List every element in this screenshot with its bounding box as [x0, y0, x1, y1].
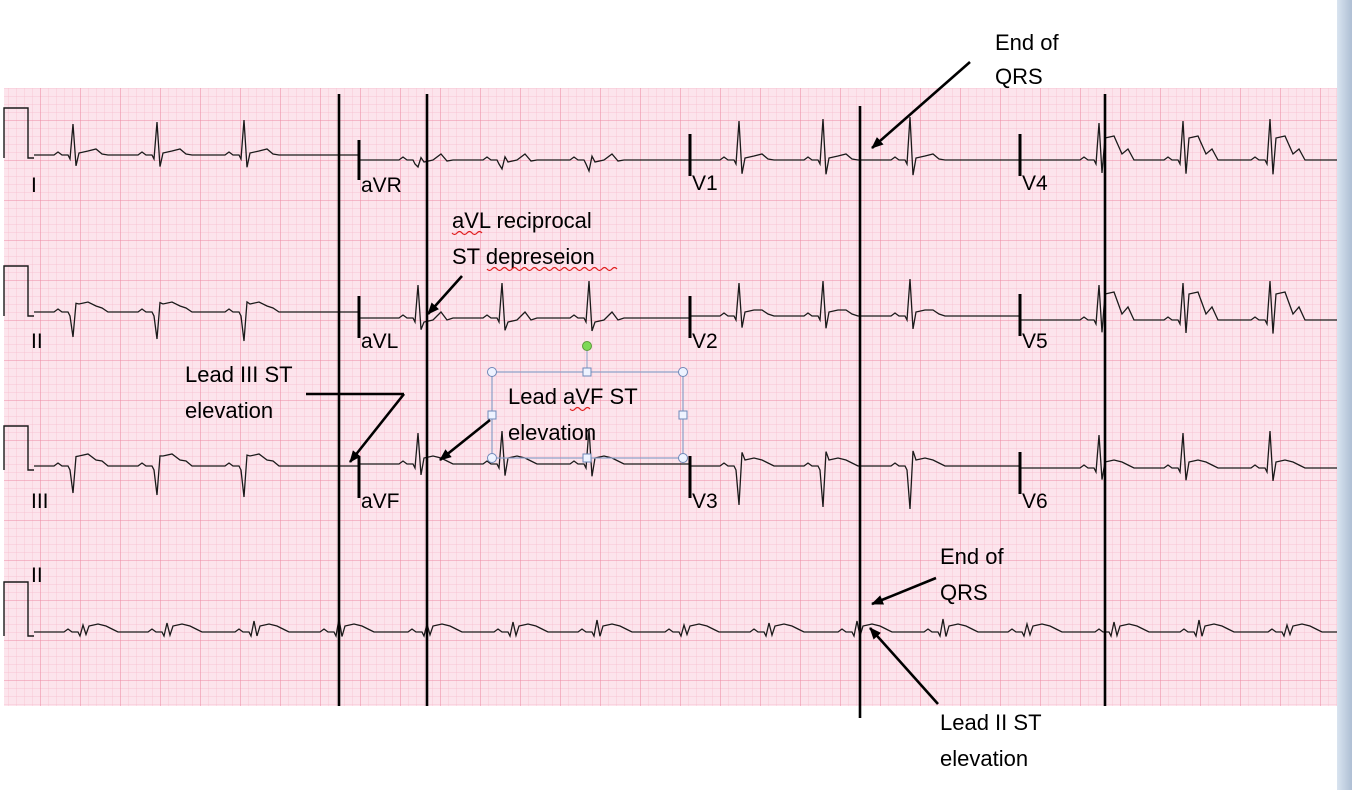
lead-label-III: III — [31, 490, 49, 513]
spellcheck-underline — [569, 406, 591, 412]
grid-lines — [4, 88, 1350, 706]
arrow-avl — [427, 275, 463, 315]
arrow-lead2 — [869, 627, 939, 705]
lead-label-rhythm: II — [31, 564, 43, 587]
lead-label-V3: V3 — [692, 490, 718, 513]
resize-handle[interactable] — [678, 367, 688, 377]
spellcheck-underline — [486, 266, 618, 272]
ecg-trace — [34, 300, 359, 342]
ecg-trace — [1020, 430, 1350, 482]
lead2-annotation-line1: Lead II ST — [940, 710, 1042, 735]
ecg-trace — [34, 119, 359, 168]
ecg-trace — [1020, 118, 1350, 175]
selected-textbox-frame[interactable] — [487, 341, 688, 463]
lead-label-V5: V5 — [1022, 330, 1048, 353]
resize-handle[interactable] — [487, 367, 497, 377]
lead-label-aVF: aVF — [361, 490, 400, 513]
resize-handle[interactable] — [487, 410, 497, 420]
lead-label-aVR: aVR — [361, 174, 402, 197]
resize-handle[interactable] — [582, 453, 592, 463]
lead-label-V6: V6 — [1022, 490, 1048, 513]
lead-labels: I aVR V1 V4 II aVL V2 V5 III aVF V3 V6 I… — [31, 172, 1048, 587]
spellcheck-underline — [451, 230, 483, 236]
lead-label-V4: V4 — [1022, 172, 1048, 195]
resize-handle[interactable] — [678, 453, 688, 463]
rotate-handle[interactable] — [582, 341, 592, 351]
resize-handle[interactable] — [678, 410, 688, 420]
lead3-annotation-line2: elevation — [185, 398, 273, 423]
window-edge — [1337, 0, 1352, 790]
end-qrs-bottom-line1: End of — [940, 544, 1004, 569]
annotation-arrows — [306, 61, 971, 705]
annotation-texts: End of QRS aVL reciprocal ST depreseion … — [185, 30, 1059, 771]
avf-annotation-line2[interactable]: elevation — [508, 420, 596, 445]
ecg-trace — [359, 153, 690, 174]
lead-label-V1: V1 — [692, 172, 718, 195]
ecg-trace — [1020, 280, 1350, 334]
avf-annotation-line1[interactable]: Lead aVF ST — [508, 384, 638, 409]
resize-handle[interactable] — [487, 453, 497, 463]
ecg-trace — [34, 453, 359, 498]
ecg-trace — [690, 116, 1020, 176]
ecg-trace — [690, 450, 1020, 510]
arrow-avf — [439, 418, 491, 462]
lead3-annotation-line1: Lead III ST — [185, 362, 293, 387]
arrow-end-qrs-top — [871, 61, 971, 149]
ecg-trace — [359, 428, 690, 477]
lead-label-V2: V2 — [692, 330, 718, 353]
avl-annotation-line2: ST depreseion — [452, 244, 595, 269]
vertical-marker-lines — [337, 94, 1107, 718]
calibration-pulses — [3, 107, 34, 637]
arrow-lead3 — [348, 393, 406, 463]
ecg-traces — [34, 116, 1350, 639]
ecg-trace — [690, 278, 1020, 330]
lead2-annotation-line2: elevation — [940, 746, 1028, 771]
lead-label-II: II — [31, 330, 43, 353]
avl-annotation-line1: aVL reciprocal — [452, 208, 592, 233]
end-qrs-bottom-line2: QRS — [940, 580, 988, 605]
lead-label-I: I — [31, 174, 37, 197]
ecg-trace — [34, 618, 1350, 639]
lead-label-aVL: aVL — [361, 330, 398, 353]
end-qrs-top-line2: QRS — [995, 64, 1043, 89]
lead-separators — [357, 134, 1022, 498]
resize-handle[interactable] — [582, 367, 592, 377]
arrow-end-qrs-bottom — [871, 576, 937, 606]
ecg-trace — [359, 280, 690, 332]
end-qrs-top-line1: End of — [995, 30, 1059, 55]
